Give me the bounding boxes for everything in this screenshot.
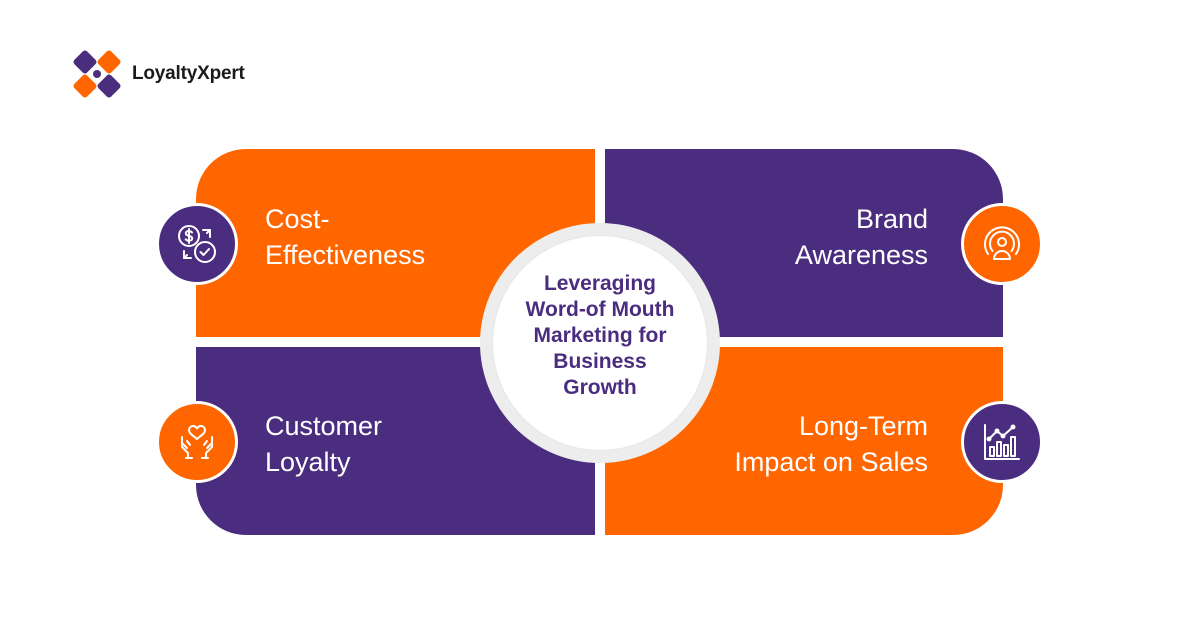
long-term-impact-badge bbox=[961, 401, 1043, 483]
center-circle: Leveraging Word-of Mouth Marketing for B… bbox=[493, 236, 707, 450]
panel-label-brand-awareness: Brand Awareness bbox=[794, 204, 928, 270]
panel-label-customer-loyalty: Customer Loyalty bbox=[265, 411, 383, 477]
center-ring: Leveraging Word-of Mouth Marketing for B… bbox=[480, 223, 720, 463]
brand-name: LoyaltyXpert bbox=[132, 63, 245, 84]
growth-chart-icon bbox=[984, 424, 1020, 460]
brand-awareness-badge bbox=[961, 203, 1043, 285]
hands-heart-icon bbox=[181, 425, 213, 459]
customer-loyalty-badge bbox=[156, 401, 238, 483]
person-broadcast-icon bbox=[984, 226, 1020, 260]
panel-label-cost-effectiveness: Cost- Effectiveness bbox=[265, 204, 426, 270]
panel-label-long-term-impact: Long-Term Impact on Sales bbox=[734, 411, 928, 477]
dollar-exchange-check-icon bbox=[178, 225, 216, 263]
loyaltyxpert-logo-icon bbox=[73, 50, 121, 98]
center-title: Leveraging Word-of Mouth Marketing for B… bbox=[525, 272, 675, 399]
cost-effectiveness-badge bbox=[156, 203, 238, 285]
brand-logo: LoyaltyXpert bbox=[68, 45, 245, 103]
